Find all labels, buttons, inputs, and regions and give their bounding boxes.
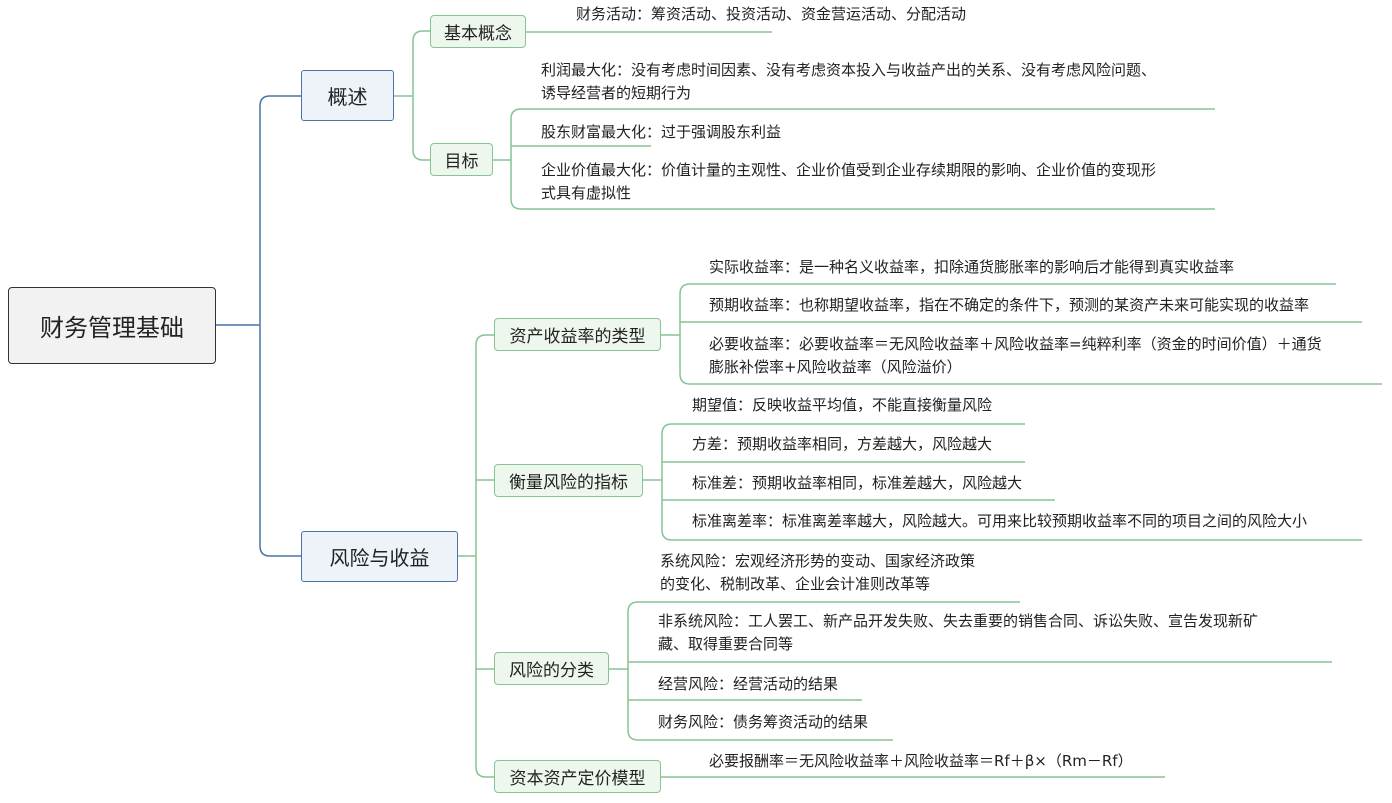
node-return-types[interactable]: 资产收益率的类型 (494, 318, 661, 351)
node-goals[interactable]: 目标 (430, 143, 493, 176)
leaf-financial-risk: 财务风险：债务筹资活动的结果 (658, 713, 869, 731)
leaf-profit-max: 利润最大化：没有考虑时间因素、没有考虑资本投入与收益产出的关系、没有考虑风险问题… (541, 61, 1157, 102)
leaf-actual-return: 实际收益率：是一种名义收益率，扣除通货膨胀率的影响后才能得到真实收益率 (709, 258, 1235, 276)
leaf-operating-risk: 经营风险：经营活动的结果 (658, 675, 839, 693)
node-capm[interactable]: 资本资产定价模型 (494, 760, 661, 793)
leaf-financial-activities: 财务活动：筹资活动、投资活动、资金营运活动、分配活动 (576, 5, 967, 23)
leaf-variance: 方差：预期收益率相同，方差越大，风险越大 (692, 435, 993, 453)
leaf-unsystematic-risk: 非系统风险：工人罢工、新产品开发失败、失去重要的销售合同、诉讼失败、宣告发现新矿… (658, 612, 1259, 653)
leaf-expected-value: 期望值：反映收益平均值，不能直接衡量风险 (692, 396, 993, 414)
leaf-cv: 标准离差率：标准离差率越大，风险越大。可用来比较预期收益率不同的项目之间的风险大… (692, 512, 1308, 530)
leaf-expected-return: 预期收益率：也称期望收益率，指在不确定的条件下，预测的某资产未来可能实现的收益率 (709, 296, 1310, 314)
leaf-systematic-risk: 系统风险：宏观经济形势的变动、国家经济政策的变化、税制改革、企业会计准则改革等 (660, 552, 976, 593)
leaf-capm-formula: 必要报酬率＝无风险收益率＋风险收益率＝Rf＋β×（Rm－Rf） (709, 752, 1133, 770)
leaf-enterprise-value: 企业价值最大化：价值计量的主观性、企业价值受到企业存续期限的影响、企业价值的变现… (541, 161, 1157, 202)
leaf-shareholder-wealth: 股东财富最大化：过于强调股东利益 (541, 123, 782, 141)
node-risk-types[interactable]: 风险的分类 (494, 652, 609, 685)
node-risk-return[interactable]: 风险与收益 (301, 531, 458, 582)
node-basic-concept[interactable]: 基本概念 (430, 15, 526, 48)
leaf-required-return: 必要收益率：必要收益率＝无风险收益率＋风险收益率=纯粹利率（资金的时间价值）＋通… (709, 335, 1322, 376)
root-node[interactable]: 财务管理基础 (8, 287, 216, 364)
leaf-std-dev: 标准差：预期收益率相同，标准差越大，风险越大 (692, 474, 1023, 492)
node-risk-measures[interactable]: 衡量风险的指标 (494, 464, 643, 497)
node-overview[interactable]: 概述 (301, 70, 394, 121)
